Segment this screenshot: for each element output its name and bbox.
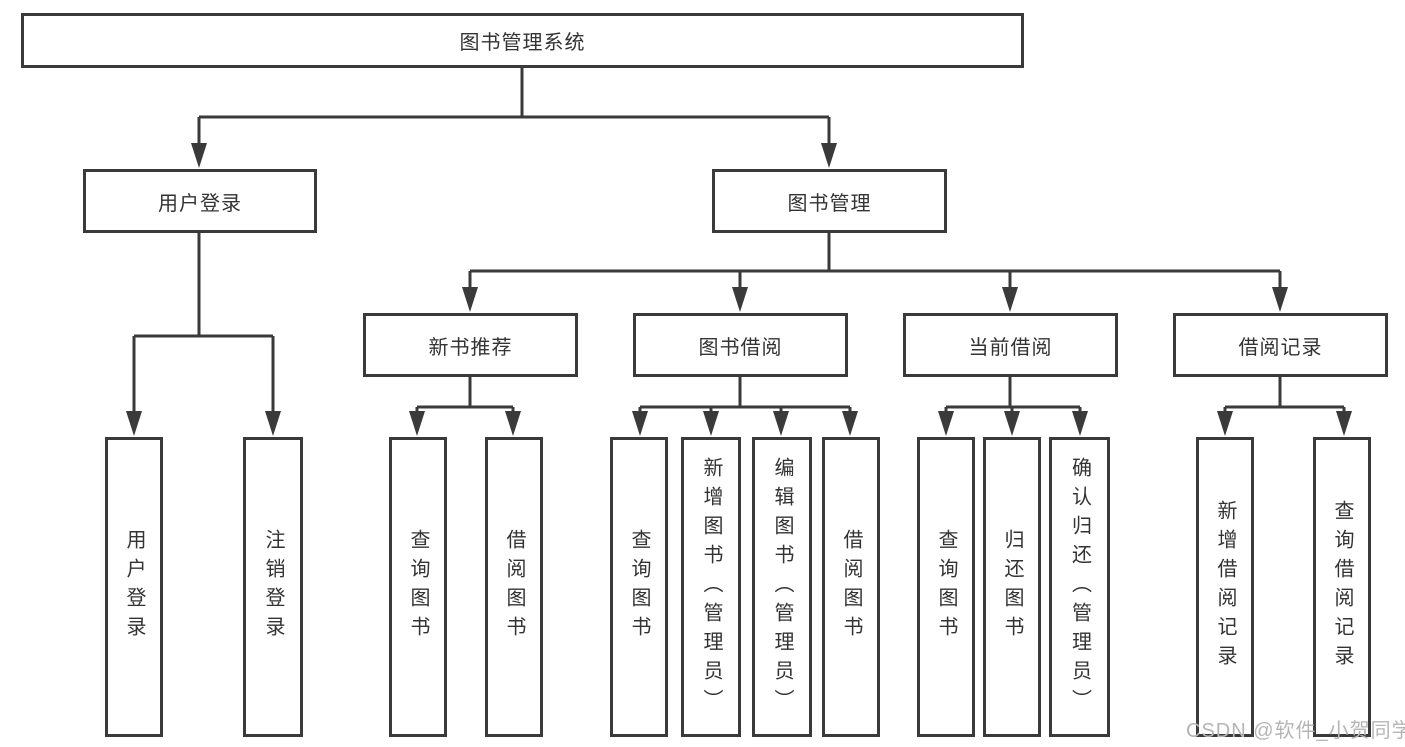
node-library-management-system: 图书管理系统 xyxy=(21,13,1024,68)
leaf-edit-book-admin: 编辑图书（管理员） xyxy=(752,437,812,737)
node-new-book-recommendation: 新书推荐 xyxy=(363,313,578,377)
node-book-borrowing: 图书借阅 xyxy=(633,313,848,377)
leaf-query-borrow-record: 查询借阅记录 xyxy=(1313,437,1371,737)
leaf-query-books-3: 查询图书 xyxy=(917,437,975,737)
leaf-user-login: 用户登录 xyxy=(105,437,163,737)
leaf-add-book-admin: 新增图书（管理员） xyxy=(681,437,741,737)
leaf-query-books-1: 查询图书 xyxy=(389,437,447,737)
leaf-borrow-books-1: 借阅图书 xyxy=(485,437,543,737)
leaf-add-borrow-record: 新增借阅记录 xyxy=(1196,437,1254,737)
leaf-query-books-2: 查询图书 xyxy=(610,437,668,737)
node-book-management-branch: 图书管理 xyxy=(712,169,947,233)
leaf-borrow-books-2: 借阅图书 xyxy=(822,437,880,737)
node-user-login-branch: 用户登录 xyxy=(83,169,317,233)
csdn-watermark: CSDN @软件_小贺同学 xyxy=(1186,720,1405,742)
leaf-return-book: 归还图书 xyxy=(983,437,1041,737)
node-current-borrowing: 当前借阅 xyxy=(903,313,1118,377)
leaf-logout: 注销登录 xyxy=(243,437,303,737)
leaf-confirm-return-admin: 确认归还（管理员） xyxy=(1049,437,1110,737)
node-borrowing-records: 借阅记录 xyxy=(1173,313,1388,377)
